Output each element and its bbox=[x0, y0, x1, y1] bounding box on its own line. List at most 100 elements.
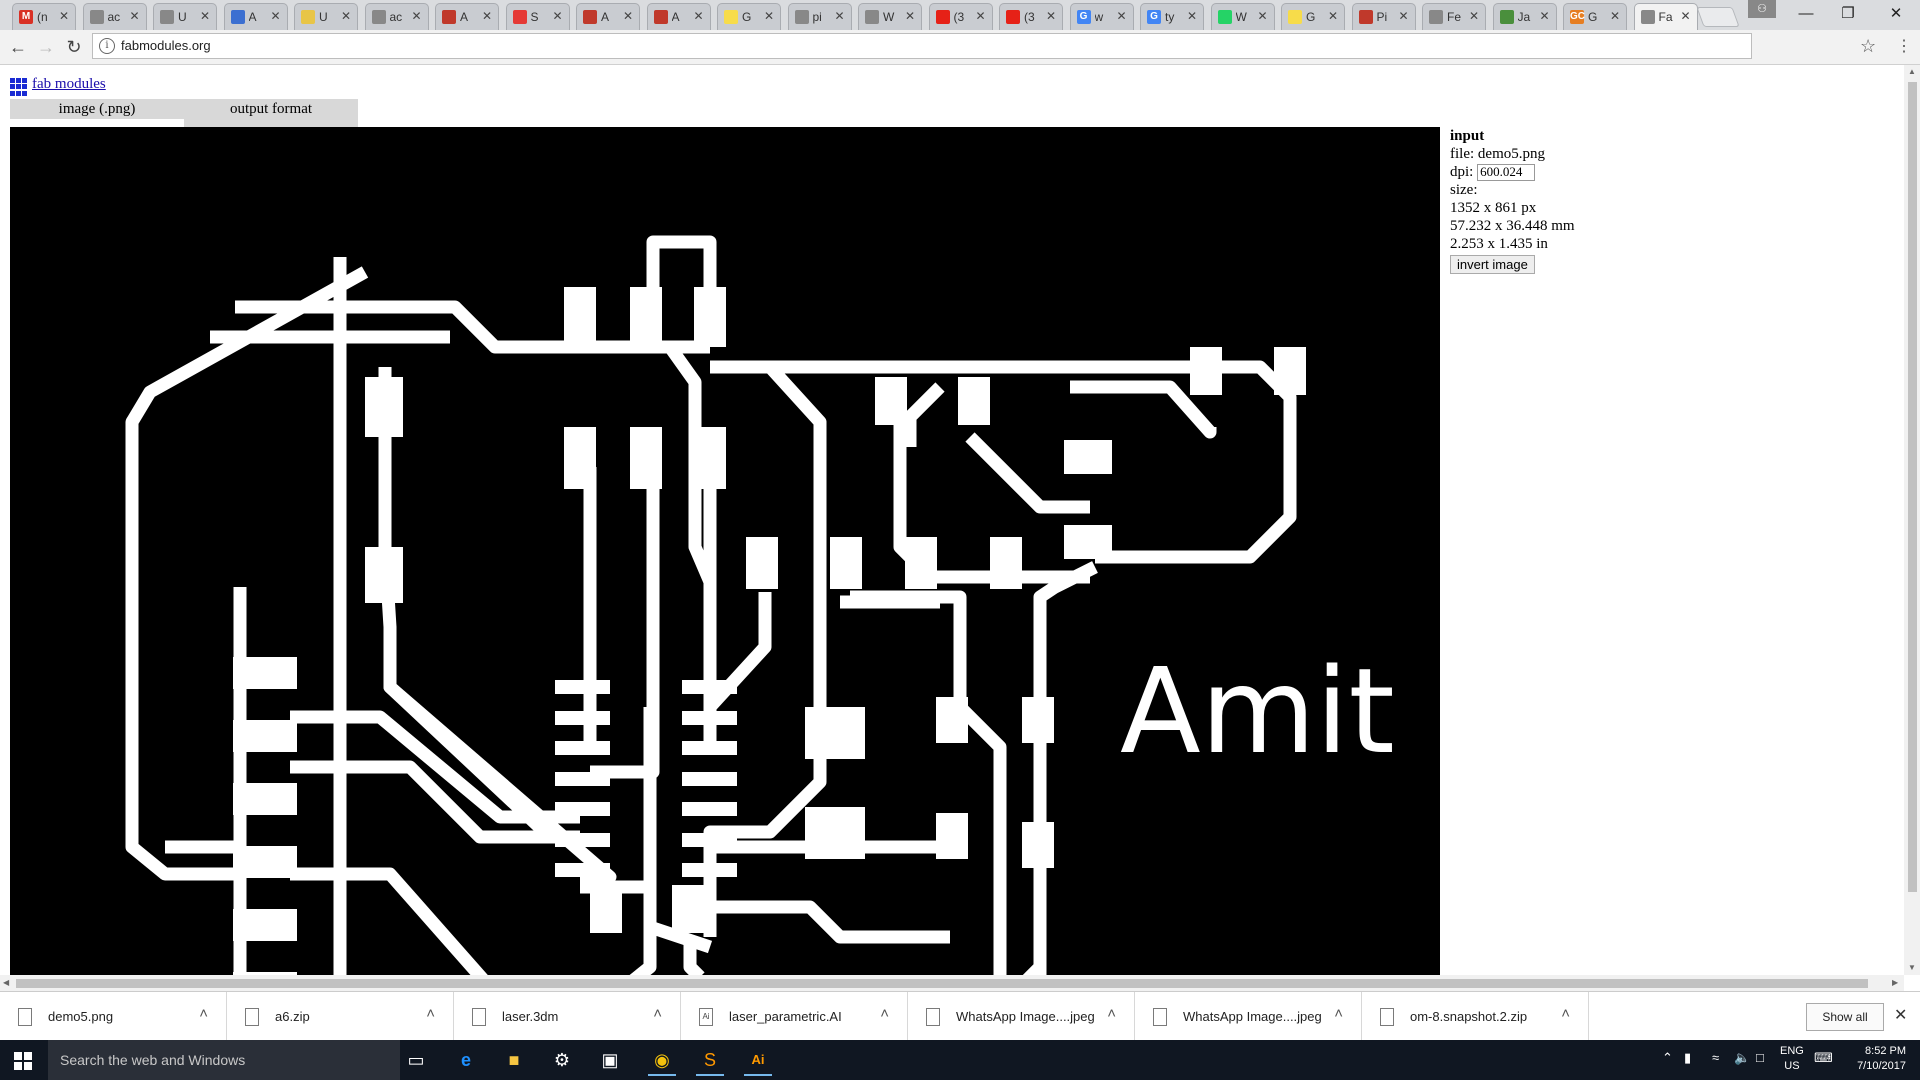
browser-tab[interactable]: M(n✕ bbox=[12, 3, 76, 30]
taskbar-search-box[interactable]: Search the web and Windows bbox=[48, 1040, 400, 1080]
info-icon[interactable]: i bbox=[99, 38, 115, 54]
close-window-button[interactable]: ✕ bbox=[1889, 5, 1903, 22]
forward-arrow-icon[interactable]: → bbox=[37, 37, 55, 57]
scroll-left-icon[interactable]: ◀ bbox=[3, 978, 10, 987]
address-bar[interactable]: i fabmodules.org bbox=[92, 33, 1752, 59]
tab-close-icon[interactable]: ✕ bbox=[1186, 9, 1197, 23]
tab-close-icon[interactable]: ✕ bbox=[552, 9, 563, 23]
tab-close-icon[interactable]: ✕ bbox=[1327, 9, 1338, 23]
tab-close-icon[interactable]: ✕ bbox=[1116, 9, 1127, 23]
browser-tab[interactable]: A✕ bbox=[435, 3, 499, 30]
browser-tab[interactable]: ac✕ bbox=[82, 3, 147, 30]
browser-tab[interactable]: U✕ bbox=[153, 3, 217, 30]
keyboard-icon[interactable]: ⌨ bbox=[1814, 1050, 1833, 1065]
browser-tab[interactable]: Pi✕ bbox=[1351, 3, 1416, 30]
tab-close-icon[interactable]: ✕ bbox=[340, 9, 351, 23]
download-item[interactable]: WhatsApp Image....jpeg˄ bbox=[1135, 992, 1362, 1042]
reload-icon[interactable]: ↻ bbox=[66, 37, 82, 57]
browser-tab[interactable]: A✕ bbox=[646, 3, 711, 30]
browser-tab[interactable]: Ja✕ bbox=[1492, 3, 1557, 30]
chevron-up-icon[interactable]: ˄ bbox=[199, 1005, 208, 1022]
tray-chevron-icon[interactable]: ⌃ bbox=[1662, 1050, 1673, 1065]
battery-icon[interactable]: ▮ bbox=[1684, 1050, 1692, 1065]
maximize-button[interactable]: ❐ bbox=[1841, 5, 1855, 22]
chevron-up-icon[interactable]: ˄ bbox=[1334, 1005, 1343, 1022]
tab-close-icon[interactable]: ✕ bbox=[411, 9, 422, 23]
browser-tab[interactable]: pi✕ bbox=[787, 3, 852, 30]
tab-close-icon[interactable]: ✕ bbox=[1257, 9, 1268, 23]
browser-tab[interactable]: W✕ bbox=[858, 3, 922, 30]
horizontal-scroll-thumb[interactable] bbox=[16, 979, 1868, 988]
browser-tab[interactable]: A✕ bbox=[576, 3, 640, 30]
scroll-down-icon[interactable]: ▼ bbox=[1908, 963, 1916, 972]
scroll-right-icon[interactable]: ▶ bbox=[1892, 978, 1899, 987]
steam-icon[interactable]: ⚙ bbox=[553, 1050, 571, 1070]
browser-tab[interactable]: Fe✕ bbox=[1422, 3, 1486, 30]
scroll-up-icon[interactable]: ▲ bbox=[1908, 67, 1916, 76]
illustrator-icon[interactable]: Ai bbox=[744, 1046, 772, 1076]
notification-icon[interactable]: □ bbox=[1756, 1050, 1764, 1065]
language-indicator[interactable]: ENG US bbox=[1780, 1044, 1804, 1074]
vertical-scrollbar[interactable]: ▲ ▼ bbox=[1904, 65, 1920, 975]
tab-close-icon[interactable]: ✕ bbox=[1539, 9, 1550, 23]
browser-tab[interactable]: Fa✕ bbox=[1633, 3, 1698, 30]
close-icon[interactable]: ✕ bbox=[1894, 1007, 1908, 1024]
sublime-icon[interactable]: S bbox=[696, 1046, 724, 1076]
system-clock[interactable]: 8:52 PM 7/10/2017 bbox=[1846, 1044, 1906, 1074]
chevron-up-icon[interactable]: ˄ bbox=[653, 1005, 662, 1022]
tab-close-icon[interactable]: ✕ bbox=[58, 9, 69, 23]
volume-icon[interactable]: 🔈 bbox=[1734, 1050, 1751, 1065]
download-item[interactable]: laser.3dm˄ bbox=[454, 992, 681, 1042]
fab-modules-link[interactable]: fab modules bbox=[32, 76, 106, 92]
browser-tab[interactable]: ac✕ bbox=[364, 3, 429, 30]
tab-close-icon[interactable]: ✕ bbox=[1045, 9, 1056, 23]
tab-close-icon[interactable]: ✕ bbox=[1468, 9, 1479, 23]
tab-close-icon[interactable]: ✕ bbox=[834, 9, 845, 23]
chevron-up-icon[interactable]: ˄ bbox=[880, 1005, 889, 1022]
tab-close-icon[interactable]: ✕ bbox=[270, 9, 281, 23]
vertical-scroll-thumb[interactable] bbox=[1908, 82, 1917, 892]
browser-tab[interactable]: (3✕ bbox=[999, 3, 1063, 30]
invert-image-button[interactable]: invert image bbox=[1450, 255, 1535, 274]
tab-close-icon[interactable]: ✕ bbox=[1609, 9, 1620, 23]
chevron-up-icon[interactable]: ˄ bbox=[426, 1005, 435, 1022]
task-view-icon[interactable]: ▭ bbox=[407, 1050, 425, 1070]
tab-close-icon[interactable]: ✕ bbox=[763, 9, 774, 23]
download-item[interactable]: om-8.snapshot.2.zip˄ bbox=[1362, 992, 1589, 1042]
tab-close-icon[interactable]: ✕ bbox=[199, 9, 210, 23]
tab-close-icon[interactable]: ✕ bbox=[693, 9, 704, 23]
browser-tab[interactable]: G✕ bbox=[1281, 3, 1345, 30]
chrome-icon[interactable]: ◉ bbox=[648, 1046, 676, 1076]
back-arrow-icon[interactable]: ← bbox=[9, 37, 27, 57]
show-all-button[interactable]: Show all bbox=[1806, 1003, 1884, 1031]
browser-tab[interactable]: S✕ bbox=[505, 3, 570, 30]
browser-tab[interactable]: G✕ bbox=[717, 3, 781, 30]
bookmark-star-icon[interactable]: ☆ bbox=[1860, 36, 1877, 56]
download-item[interactable]: a6.zip˄ bbox=[227, 992, 454, 1042]
download-item[interactable]: WhatsApp Image....jpeg˄ bbox=[908, 992, 1135, 1042]
chevron-up-icon[interactable]: ˄ bbox=[1107, 1005, 1116, 1022]
tab-close-icon[interactable]: ✕ bbox=[622, 9, 633, 23]
minimize-button[interactable]: — bbox=[1798, 5, 1814, 22]
input-format-menu[interactable]: image (.png) bbox=[10, 99, 184, 119]
browser-tab[interactable]: U✕ bbox=[294, 3, 358, 30]
menu-dots-icon[interactable]: ⋮ bbox=[1896, 38, 1912, 55]
horizontal-scrollbar[interactable]: ◀ ▶ bbox=[0, 975, 1904, 991]
chevron-up-icon[interactable]: ˄ bbox=[1561, 1005, 1570, 1022]
tab-close-icon[interactable]: ✕ bbox=[481, 9, 492, 23]
store-icon[interactable]: ▣ bbox=[601, 1050, 619, 1070]
dpi-input[interactable] bbox=[1477, 163, 1536, 181]
browser-tab[interactable]: W✕ bbox=[1210, 3, 1275, 30]
tab-close-icon[interactable]: ✕ bbox=[904, 9, 915, 23]
browser-tab[interactable]: (3✕ bbox=[928, 3, 993, 30]
windows-start-icon[interactable] bbox=[14, 1052, 32, 1070]
browser-tab[interactable]: A✕ bbox=[223, 3, 288, 30]
tab-close-icon[interactable]: ✕ bbox=[129, 9, 140, 23]
download-item[interactable]: demo5.png˄ bbox=[0, 992, 227, 1042]
file-explorer-icon[interactable]: ■ bbox=[508, 1050, 520, 1070]
output-format-title[interactable]: output format bbox=[229, 101, 313, 117]
